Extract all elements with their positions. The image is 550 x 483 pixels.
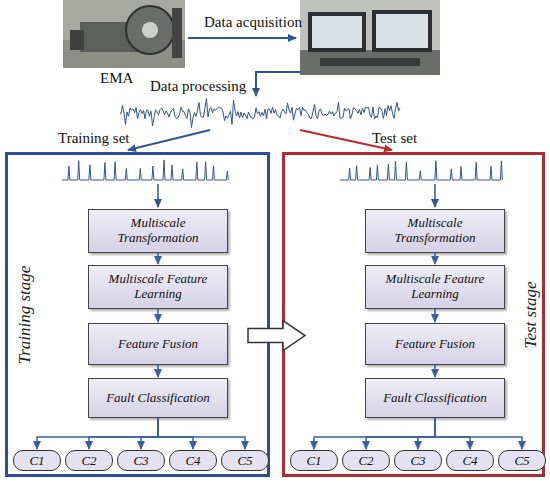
- class-pill: C4: [446, 450, 494, 471]
- process-box: Multiscale Feature Learning: [365, 265, 505, 309]
- process-label: Multiscale Feature Learning: [93, 272, 223, 302]
- class-pill: C4: [169, 450, 217, 471]
- keyboard: [320, 58, 420, 66]
- branch-connector: [314, 418, 435, 449]
- photo-background: [300, 0, 440, 75]
- branch-connector: [435, 418, 522, 449]
- process-label: Multiscale Transformation: [93, 216, 223, 246]
- device-label: EMA: [100, 70, 133, 87]
- branch-connector: [37, 418, 158, 449]
- flow-arrow: [157, 365, 159, 377]
- stage-frame: Training stage Multiscale TransformationM…: [5, 152, 270, 477]
- monitor-left: [308, 12, 366, 52]
- class-pill: C1: [13, 450, 61, 471]
- class-pill: C2: [342, 450, 390, 471]
- processing-arrow: [256, 72, 300, 96]
- process-box: Feature Fusion: [365, 323, 505, 365]
- branch-connector: [141, 418, 158, 449]
- process-label: Feature Fusion: [395, 337, 475, 352]
- class-label: C5: [514, 453, 529, 469]
- input-arrow: [157, 184, 159, 207]
- process-label: Fault Classification: [383, 391, 487, 406]
- class-pill: C5: [498, 450, 546, 471]
- process-box: Multiscale Feature Learning: [88, 265, 228, 309]
- class-pill: C3: [394, 450, 442, 471]
- training-set-arrow: [128, 130, 210, 150]
- class-pill: C5: [221, 450, 269, 471]
- class-label: C2: [81, 453, 96, 469]
- class-pill: C3: [117, 450, 165, 471]
- process-label: Multiscale Transformation: [370, 216, 500, 246]
- process-box: Multiscale Transformation: [365, 209, 505, 253]
- class-label: C2: [358, 453, 373, 469]
- class-label: C3: [133, 453, 148, 469]
- process-label: Fault Classification: [106, 391, 210, 406]
- input-arrow: [434, 184, 436, 207]
- branch-connector: [158, 418, 193, 449]
- flow-arrow: [157, 309, 159, 322]
- computer-photo: [300, 0, 440, 75]
- process-box: Fault Classification: [365, 378, 505, 418]
- load-disk: [126, 6, 174, 54]
- monitor-right: [372, 10, 432, 52]
- split-label: Training set: [58, 130, 130, 147]
- branch-connector: [418, 418, 435, 449]
- ema-photo: [63, 0, 185, 68]
- class-label: C4: [462, 453, 477, 469]
- spike-signal: [62, 160, 228, 180]
- screen-left: [312, 16, 362, 48]
- class-label: C3: [410, 453, 425, 469]
- class-label: C1: [29, 453, 44, 469]
- spike-signal: [340, 161, 502, 180]
- branch-connector: [89, 418, 158, 449]
- stage-title: Training stage: [15, 265, 35, 364]
- stage-title: Test stage: [521, 281, 541, 348]
- stage-frame: Test stage Multiscale TransformationMulti…: [282, 152, 545, 477]
- flow-arrow: [157, 253, 159, 264]
- split-label: Test set: [372, 130, 417, 147]
- screen-right: [376, 14, 428, 48]
- photo-background: [63, 0, 185, 68]
- process-box: Multiscale Transformation: [88, 209, 228, 253]
- load-hub: [142, 22, 158, 38]
- process-label: Feature Fusion: [118, 337, 198, 352]
- process-box: Feature Fusion: [88, 323, 228, 365]
- class-pill: C2: [65, 450, 113, 471]
- branch-connector: [366, 418, 435, 449]
- step-label: Data acquisition: [204, 14, 302, 31]
- branch-connector: [435, 418, 470, 449]
- flow-arrow: [434, 253, 436, 264]
- frame-post: [172, 8, 182, 58]
- actuator-motor: [70, 30, 84, 50]
- class-label: C1: [306, 453, 321, 469]
- class-label: C5: [237, 453, 252, 469]
- signal-waveform: [120, 99, 400, 128]
- acquisition-arrow: [188, 37, 296, 39]
- branch-connector: [158, 418, 245, 449]
- process-box: Fault Classification: [88, 378, 228, 418]
- process-label: Multiscale Feature Learning: [370, 272, 500, 302]
- transfer-arrow: [248, 321, 305, 351]
- flow-arrow: [434, 309, 436, 322]
- desk: [300, 50, 440, 75]
- flow-arrow: [434, 365, 436, 377]
- class-label: C4: [185, 453, 200, 469]
- step-label: Data processing: [150, 78, 246, 95]
- class-pill: C1: [290, 450, 338, 471]
